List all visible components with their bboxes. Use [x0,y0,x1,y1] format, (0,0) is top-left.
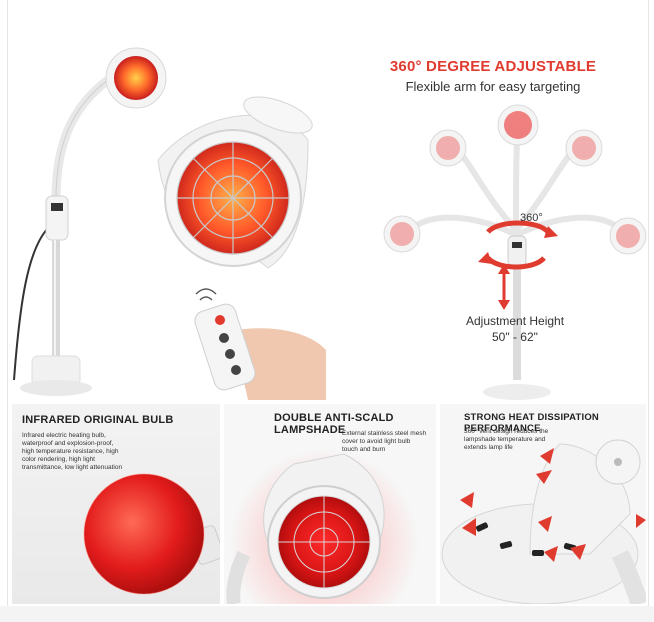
bottom-strip [0,606,654,622]
bulb-desc-line: Infrared electric heating bulb, [22,432,106,439]
adjustable-title: 360° DEGREE ADJUSTABLE [389,58,597,75]
heat-heading: STRONG HEAT DISSIPATION PERFORMANCE [464,412,599,434]
infrared-bulb-illustration [83,473,220,595]
bulb-description: Infrared electric heating bulb, waterpro… [22,432,122,472]
heat-dissipation-illustration [441,439,646,604]
lamp-stand-illustration [13,47,326,400]
lamp-stand-panel [8,0,328,400]
bulb-heading: INFRARED ORIGINAL BULB [22,414,174,426]
adjustable-panel: 360° DEGREE ADJUSTABLE Flexible arm for … [338,0,648,400]
height-label: Adjustment Height [466,314,565,328]
lampshade-description: External stainless steel mesh cover to a… [342,430,426,454]
lampshade-illustration [226,449,419,604]
heat-desc-line: lampshade temperature and [464,436,546,443]
lampshade-heading: DOUBLE ANTI-SCALD LAMPSHADE [274,412,394,436]
adjustable-subtitle: Flexible arm for easy targeting [405,79,581,94]
bulb-desc-line: transmittance, low light attenuation [22,464,123,471]
product-image-frame: 360° DEGREE ADJUSTABLE Flexible arm for … [7,0,649,606]
bulb-desc-line: waterproof and explosion-proof, [22,440,114,447]
heat-dissipation-panel: STRONG HEAT DISSIPATION PERFORMANCE 360°… [440,404,646,604]
bulb-desc-line: high temperature resistance, high [22,448,119,455]
heat-desc-line: 360° vent design reduces the [464,428,549,435]
shade-desc-line: touch and burn [342,446,386,453]
shade-desc-line: cover to avoid light bulb [342,438,411,445]
shade-desc-line: External stainless steel mesh [342,430,427,437]
height-range: 50" - 62" [492,330,538,344]
lampshade-panel: DOUBLE ANTI-SCALD LAMPSHADE External sta… [224,404,436,604]
rotation-label: 360° [520,212,543,224]
bulb-panel: INFRARED ORIGINAL BULB Infrared electric… [12,404,220,604]
heat-description: 360° vent design reduces the lampshade t… [464,428,548,452]
bulb-desc-line: color rendering, high light [22,456,95,463]
adjustable-illustration [383,104,647,400]
heat-desc-line: extends lamp life [464,444,513,451]
